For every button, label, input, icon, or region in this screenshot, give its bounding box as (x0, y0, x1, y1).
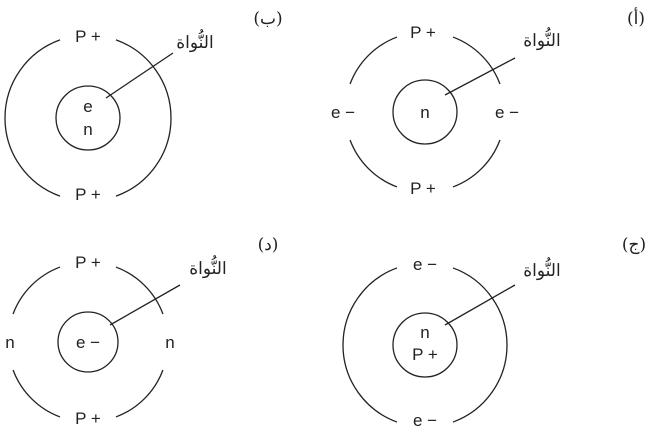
shell-arc (452, 36, 501, 85)
inner-label: n (420, 323, 429, 342)
outer-label: P + (410, 23, 436, 42)
shell-arc (12, 266, 61, 315)
nucleus-label: النُّواة (176, 29, 213, 53)
shell-arc (452, 267, 508, 423)
nucleus-label: النُّواة (523, 257, 560, 281)
outer-label: e − (331, 103, 355, 122)
outer-shell (12, 266, 164, 418)
outer-label: P + (410, 179, 436, 198)
outer-label: e − (413, 411, 437, 430)
shell-arc (4, 39, 61, 197)
shell-arc (12, 369, 61, 418)
diagram-b: P + P + e n النُّواة (ب) (4, 9, 283, 204)
outer-label: n (165, 333, 174, 352)
nucleus-circle (55, 85, 121, 151)
diagram-letter: (ج) (622, 235, 646, 255)
diagram-c: e − e − n P + النُّواة (ج) (342, 235, 646, 430)
outer-shell (4, 39, 172, 197)
diagram-letter: (د) (258, 235, 279, 255)
nucleus-label: النُّواة (523, 27, 560, 51)
nucleus-label: النُّواة (189, 255, 226, 279)
outer-label: P + (75, 409, 101, 428)
pointer-line (444, 284, 516, 326)
outer-label: P + (75, 253, 101, 272)
outer-shell (349, 36, 501, 188)
outer-label: P + (75, 185, 101, 204)
nucleus-circle (392, 312, 458, 378)
inner-label: e − (76, 333, 100, 352)
inner-label: n (420, 103, 429, 122)
outer-shell (342, 267, 508, 423)
nucleus-circle (392, 79, 458, 145)
inner-label: n (83, 120, 92, 139)
nucleus-circle (57, 311, 119, 373)
shell-arc (349, 139, 398, 188)
shell-arc (342, 267, 398, 423)
shell-arc (349, 36, 398, 85)
pointer-line (105, 52, 174, 99)
pointer-line (109, 284, 181, 326)
shell-arc (115, 266, 164, 315)
outer-label: e − (495, 103, 519, 122)
outer-label: n (5, 333, 14, 352)
inner-label: e (83, 97, 92, 116)
diagram-letter: (أ) (627, 7, 645, 29)
outer-label: e − (413, 255, 437, 274)
shell-arc (452, 139, 501, 188)
shell-arc (115, 39, 172, 197)
outer-label: P + (75, 27, 101, 46)
inner-label: P + (412, 345, 438, 364)
pointer-line (444, 57, 516, 96)
diagram-a: P + P + e − e − n النُّواة (أ) (331, 7, 645, 198)
shell-arc (115, 369, 164, 418)
diagram-letter: (ب) (253, 9, 282, 29)
diagram-d: P + P + n n e − النُّواة (د) (5, 235, 278, 428)
